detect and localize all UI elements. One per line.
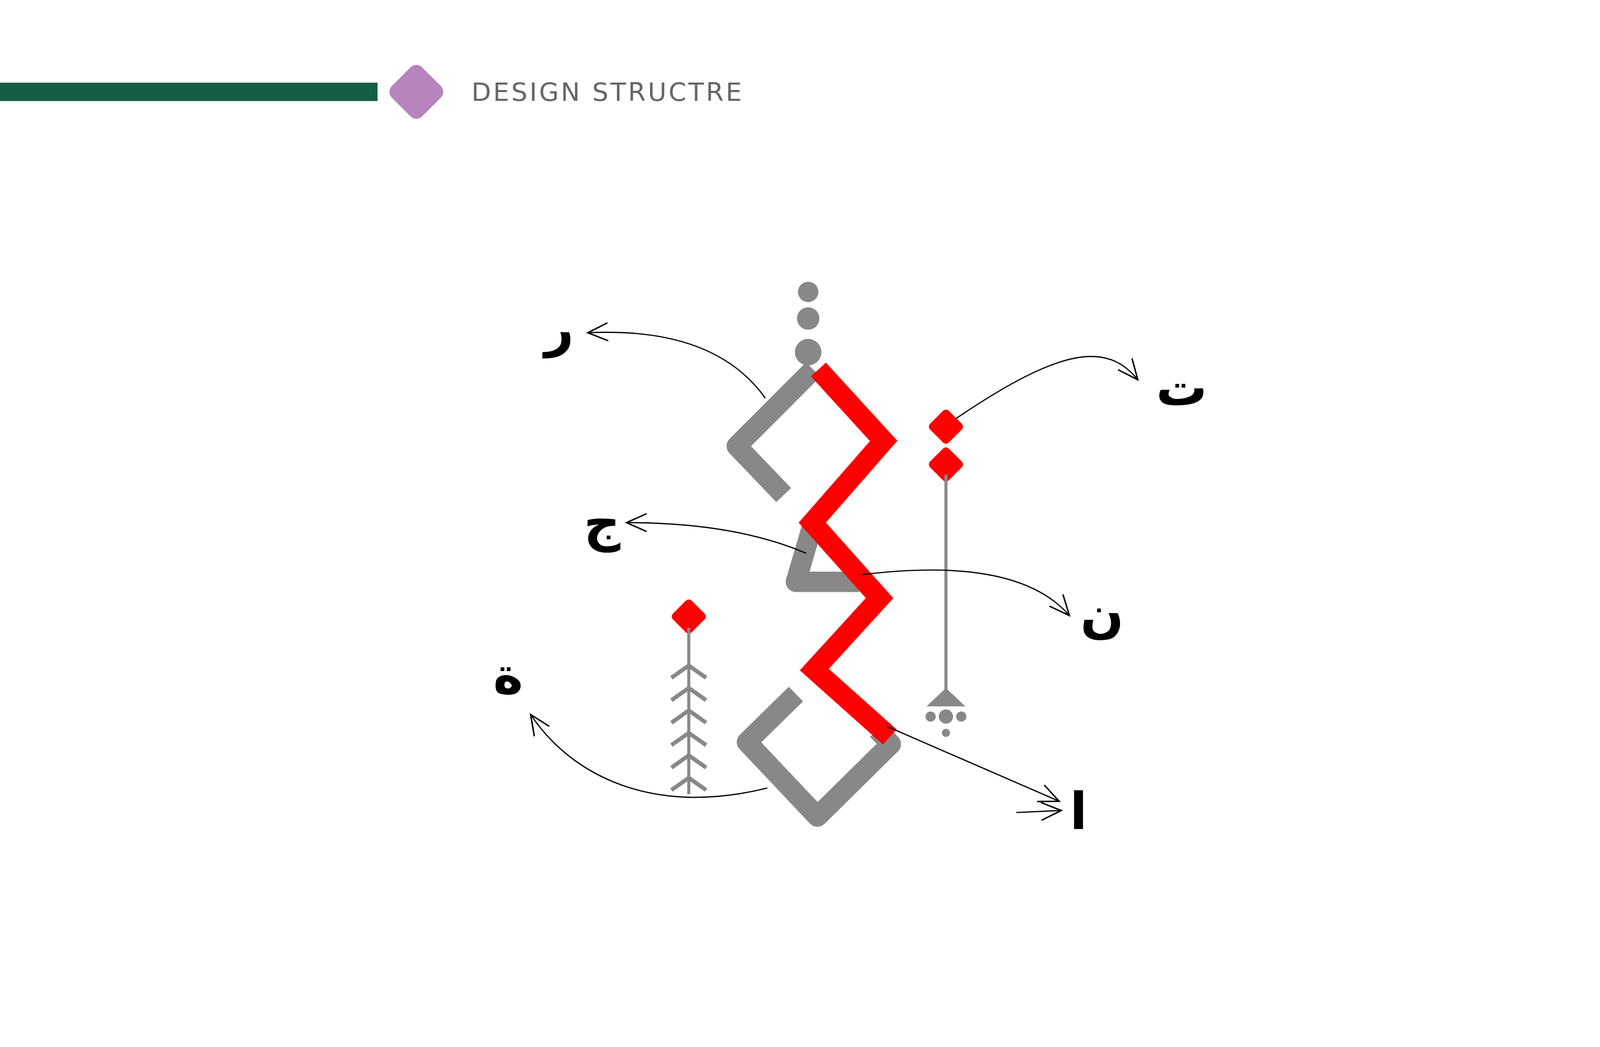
section-title: DESIGN STRUCTRE — [471, 77, 744, 107]
chevron — [671, 710, 706, 723]
chevron — [671, 777, 706, 790]
letter-label: ا — [1070, 785, 1088, 837]
chevron — [671, 732, 706, 745]
letter-label: ر — [544, 302, 575, 354]
chevron — [671, 687, 706, 700]
gray-strokes — [736, 369, 891, 817]
pendant-ornament — [925, 407, 967, 738]
chevron — [671, 665, 706, 678]
letter-label: ت — [1155, 362, 1208, 413]
header-bar — [0, 82, 378, 101]
header-diamond — [385, 61, 447, 123]
letter-label: ن — [1080, 588, 1125, 640]
chevron — [671, 755, 706, 768]
letter-label: ج — [583, 497, 621, 548]
red-zigzag — [812, 369, 890, 738]
top-dots — [795, 281, 822, 366]
leader-lines — [530, 332, 1138, 813]
tree-ornament — [670, 597, 708, 794]
letter-label: ة — [492, 650, 523, 701]
